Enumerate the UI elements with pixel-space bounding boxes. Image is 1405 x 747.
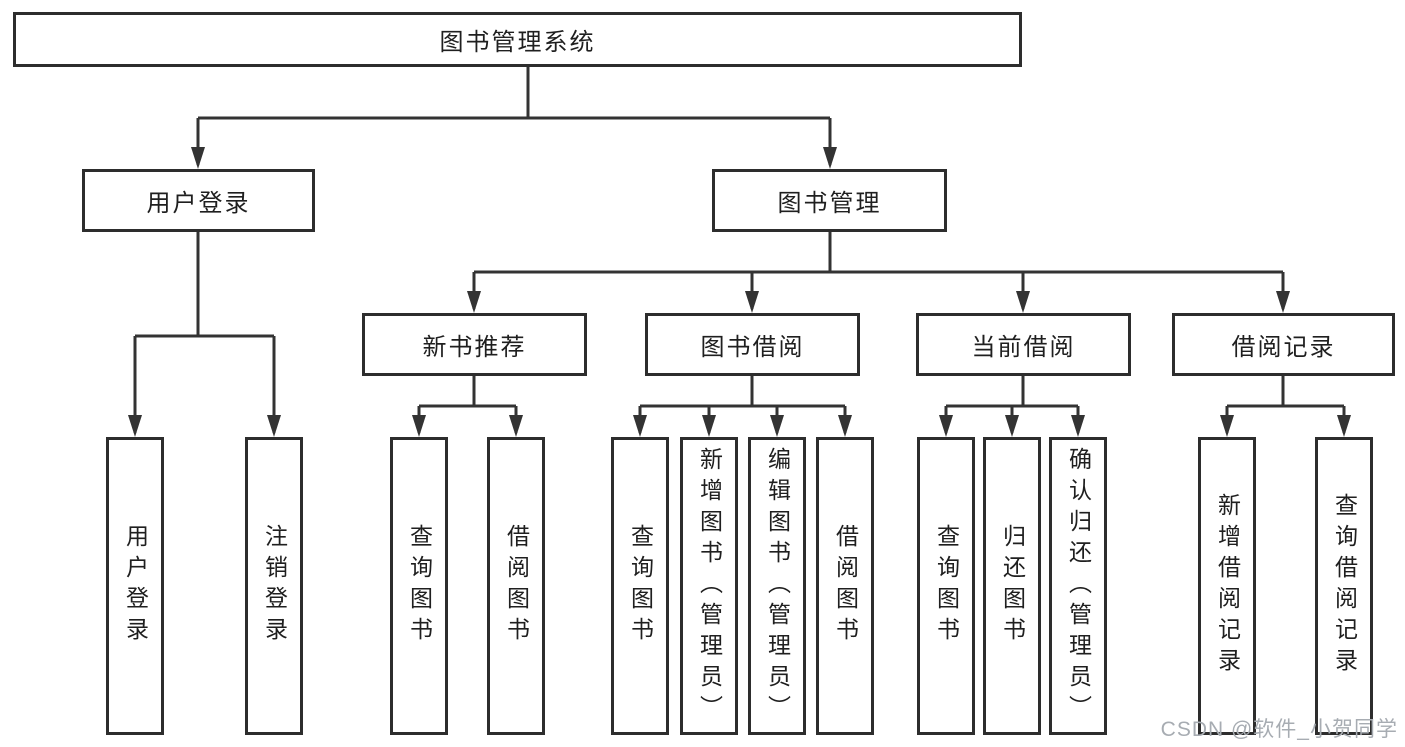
leaf-query-books-current: 查询图书: [917, 437, 975, 735]
leaf-query-books-borrow: 查询图书: [611, 437, 669, 735]
node-label: 编辑图书（管理员）: [764, 446, 791, 726]
node-label: 图书借阅: [700, 334, 805, 361]
leaf-query-borrow-record: 查询借阅记录: [1315, 437, 1373, 735]
node-label: 借阅图书: [503, 524, 530, 648]
node-label: 用户登录: [146, 190, 251, 217]
node-label: 借阅图书: [832, 524, 859, 648]
csdn-watermark: CSDN @软件_小贺同学: [1160, 718, 1398, 741]
node-label: 借阅记录: [1231, 334, 1336, 361]
node-library-management-system: 图书管理系统: [13, 12, 1022, 67]
node-label: 归还图书: [999, 524, 1026, 648]
node-book-management: 图书管理: [712, 169, 947, 232]
arrowhead-icons: [128, 147, 1351, 437]
node-new-book-recommend: 新书推荐: [362, 313, 587, 376]
node-borrow-records: 借阅记录: [1172, 313, 1395, 376]
node-label: 新增图书（管理员）: [696, 446, 723, 726]
leaf-add-borrow-record: 新增借阅记录: [1198, 437, 1256, 735]
node-label: 当前借阅: [971, 334, 1076, 361]
leaf-query-books-recommend: 查询图书: [390, 437, 448, 735]
node-label: 查询图书: [406, 524, 433, 648]
node-book-borrow: 图书借阅: [645, 313, 860, 376]
leaf-add-book-admin: 新增图书（管理员）: [680, 437, 738, 735]
node-label: 新书推荐: [422, 334, 527, 361]
leaf-user-login: 用户登录: [106, 437, 164, 735]
node-label: 用户登录: [122, 524, 149, 648]
node-label: 新增借阅记录: [1214, 493, 1241, 679]
leaf-logout: 注销登录: [245, 437, 303, 735]
node-current-borrow: 当前借阅: [916, 313, 1131, 376]
node-label: 注销登录: [261, 524, 288, 648]
node-label: 查询图书: [933, 524, 960, 648]
node-label: 确认归还（管理员）: [1065, 446, 1092, 726]
leaf-borrow-books: 借阅图书: [816, 437, 874, 735]
node-label: 查询借阅记录: [1331, 493, 1358, 679]
node-label: 图书管理系统: [439, 29, 596, 56]
node-label: 图书管理: [777, 190, 882, 217]
leaf-edit-book-admin: 编辑图书（管理员）: [748, 437, 806, 735]
leaf-return-books: 归还图书: [983, 437, 1041, 735]
node-user-login: 用户登录: [82, 169, 315, 232]
node-label: 查询图书: [627, 524, 654, 648]
leaf-confirm-return-admin: 确认归还（管理员）: [1049, 437, 1107, 735]
leaf-borrow-books-recommend: 借阅图书: [487, 437, 545, 735]
